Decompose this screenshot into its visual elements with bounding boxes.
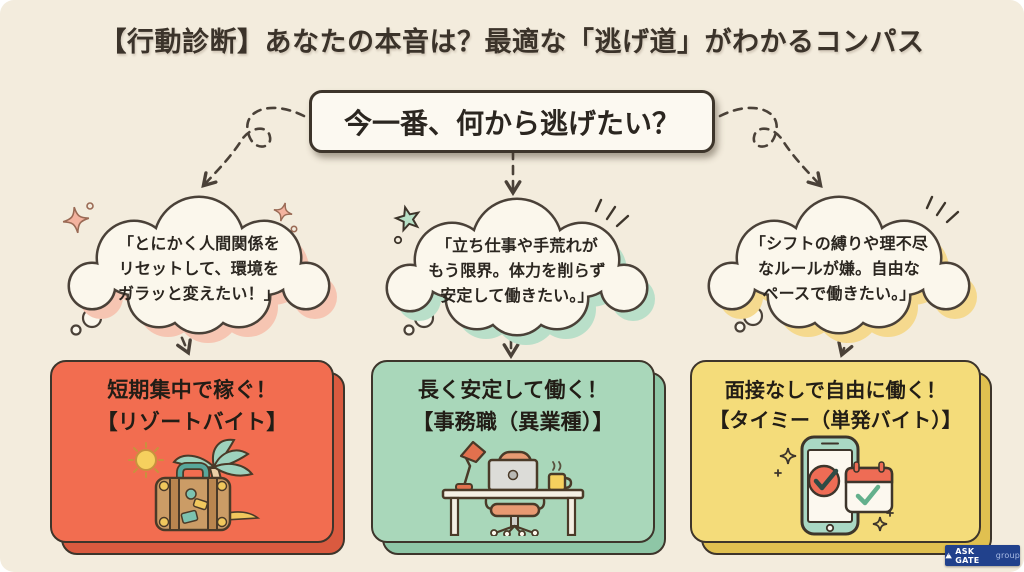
desk-icon — [441, 488, 585, 536]
result-card-timee: 面接なしで自由に働く！ 【タイミー（単発バイト）】 — [690, 360, 992, 555]
bubble-text: 「シフトの縛りや理不尽 なルールが嫌。自由な ペースで働きたい。」 — [749, 234, 929, 303]
card-title: 短期集中で稼ぐ！ 【リゾートバイト】 — [96, 378, 288, 434]
check-circle-icon — [807, 464, 840, 498]
resort-illustration — [52, 434, 332, 536]
card-front: 長く安定して働く！ 【事務職（異業種）】 — [371, 360, 655, 543]
coffee-mug-icon — [547, 461, 573, 492]
calendar-check-icon — [844, 461, 893, 514]
question-box: 今一番、何から逃げたい？ — [309, 90, 715, 153]
sparkle-icon — [773, 447, 894, 532]
office-illustration — [373, 434, 653, 536]
dashed-arrow-right — [718, 106, 823, 188]
page-title: 【行動診断】あなたの本音は？最適な「逃げ道」がわかるコンパス — [99, 27, 925, 58]
ask-gate-logo: ASK GATE group — [945, 545, 1020, 566]
bubble-text: 「立ち仕事や手荒れが もう限界。体力を削らず 安定して働きたい。」 — [428, 236, 606, 305]
card-title: 面接なしで自由に働く！ 【タイミー（単発バイト）】 — [709, 378, 962, 432]
thought-bubble-office: 「立ち仕事や手荒れが もう限界。体力を削らず 安定して働きたい。」 — [382, 198, 655, 366]
suitcase-icon — [154, 462, 232, 532]
bubble-text: 「とにかく人間関係を リセットして、環境を ガラッと変えたい！」 — [117, 234, 280, 303]
sun-icon — [128, 442, 164, 478]
question-label: 今一番、何から逃げたい？ — [343, 106, 680, 140]
logo-suffix-text: group — [995, 551, 1020, 560]
laptop-icon — [487, 458, 539, 492]
logo-brand-text: ASK GATE — [955, 546, 980, 565]
card-title: 長く安定して働く！ 【事務職（異業種）】 — [412, 378, 614, 434]
dashed-arrow-left — [201, 106, 306, 188]
thought-bubble-resort: 「とにかく人間関係を リセットして、環境を ガラッと変えたい！」 — [64, 196, 337, 364]
card-front: 短期集中で稼ぐ！ 【リゾートバイト】 — [50, 360, 334, 543]
result-card-resort: 短期集中で稼ぐ！ 【リゾートバイト】 — [50, 360, 345, 555]
phone-illustration — [692, 434, 979, 536]
mountain-logo-icon — [945, 552, 952, 559]
thought-bubble-timee: 「シフトの縛りや理不尽 なルールが嫌。自由な ペースで働きたい。」 — [704, 196, 977, 364]
result-card-office: 長く安定して働く！ 【事務職（異業種）】 — [371, 360, 666, 555]
office-chair-icon — [484, 498, 546, 536]
card-front: 面接なしで自由に働く！ 【タイミー（単発バイト）】 — [690, 360, 981, 543]
desk-lamp-icon — [455, 440, 487, 491]
